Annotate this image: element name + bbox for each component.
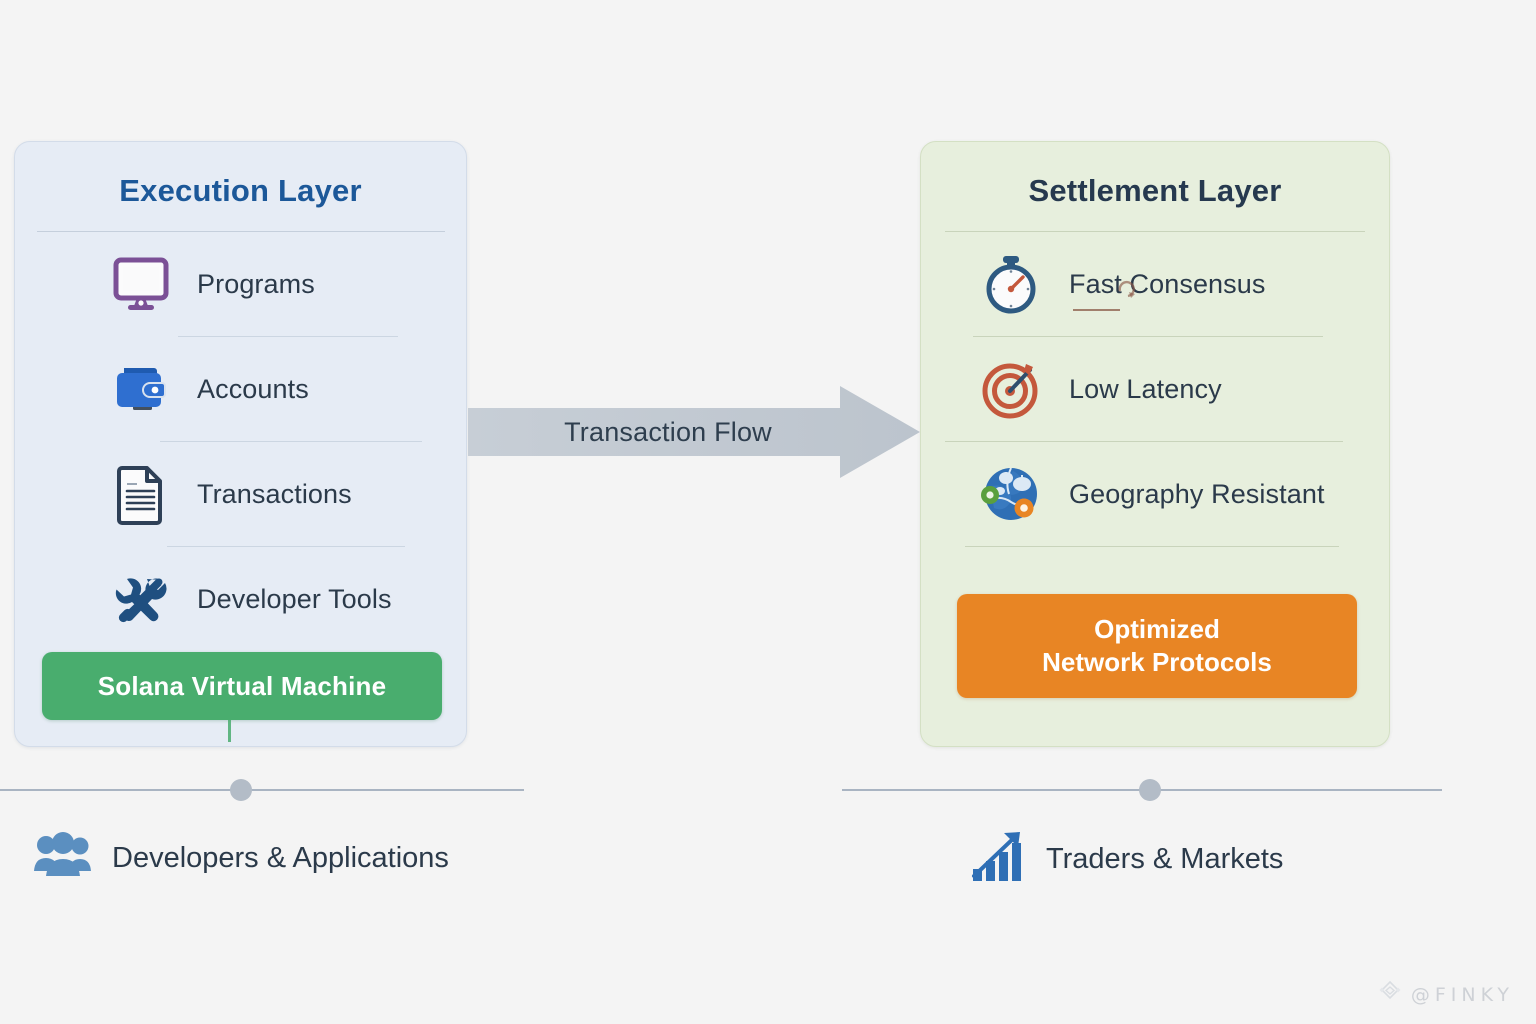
transaction-flow-arrow xyxy=(468,386,920,478)
bar-chart-up-icon xyxy=(968,831,1028,888)
diamond-logo-icon xyxy=(1377,979,1403,1010)
protocols-label-line2: Network Protocols xyxy=(1042,647,1272,677)
settlement-item-fast-consensus[interactable]: Fast Consensus xyxy=(921,232,1389,336)
execution-row-divider-1 xyxy=(178,336,398,337)
execution-item-label: Accounts xyxy=(197,373,309,404)
audience-label-right: Traders & Markets xyxy=(1046,843,1284,875)
settlement-item-low-latency[interactable]: Low Latency xyxy=(921,337,1389,441)
execution-items-list: Programs Accounts xyxy=(15,232,466,651)
execution-item-developer-tools[interactable]: Developer Tools xyxy=(15,547,466,651)
execution-item-label: Developer Tools xyxy=(197,583,392,614)
settlement-item-label: Low Latency xyxy=(1069,373,1222,404)
stopwatch-icon xyxy=(975,248,1047,320)
settlement-row-divider-2 xyxy=(945,441,1343,442)
audience-timeline-left xyxy=(0,789,524,791)
audience-label-left: Developers & Applications xyxy=(112,842,449,874)
execution-item-label: Transactions xyxy=(197,478,352,509)
execution-item-transactions[interactable]: Transactions xyxy=(15,442,466,546)
execution-row-divider-3 xyxy=(167,546,405,547)
execution-item-programs[interactable]: Programs xyxy=(15,232,466,336)
settlement-layer-panel: Settlement Layer xyxy=(920,141,1390,747)
execution-item-label: Programs xyxy=(197,268,315,299)
settlement-title-divider xyxy=(945,231,1365,232)
execution-item-accounts[interactable]: Accounts xyxy=(15,337,466,441)
watermark-text: @FINKY xyxy=(1410,983,1514,1006)
settlement-layer-title: Settlement Layer xyxy=(1028,173,1282,208)
globe-network-icon xyxy=(975,458,1047,530)
execution-row-divider-2 xyxy=(160,441,422,442)
solana-virtual-machine-block[interactable]: Solana Virtual Machine xyxy=(42,652,442,720)
wallet-icon xyxy=(105,353,177,425)
svm-connector-tick xyxy=(228,720,231,742)
audience-timeline-dot-right xyxy=(1139,779,1161,801)
settlement-items-list: Fast Consensus Low Latency xyxy=(921,232,1389,547)
audience-row-right[interactable]: Traders & Markets xyxy=(968,831,1283,888)
dart-target-icon xyxy=(975,353,1047,425)
svm-label: Solana Virtual Machine xyxy=(97,670,387,701)
settlement-item-label: Fast Consensus xyxy=(1069,268,1266,299)
audience-row-left[interactable]: Developers & Applications xyxy=(32,831,449,886)
wrench-screwdriver-icon xyxy=(105,563,177,635)
settlement-row-divider-1 xyxy=(973,336,1323,337)
monitor-icon xyxy=(105,248,177,320)
people-group-icon xyxy=(32,831,94,886)
text-selection-underline xyxy=(1073,309,1120,311)
execution-layer-title: Execution Layer xyxy=(119,173,362,208)
settlement-row-divider-3 xyxy=(965,546,1339,547)
audience-timeline-dot-left xyxy=(230,779,252,801)
document-icon xyxy=(105,458,177,530)
execution-title-divider xyxy=(36,231,445,232)
protocols-label: Optimized Network Protocols xyxy=(1042,613,1272,680)
settlement-item-label: Geography Resistant xyxy=(1069,478,1325,509)
protocols-label-line1: Optimized xyxy=(1094,613,1220,644)
optimized-network-protocols-block[interactable]: Optimized Network Protocols xyxy=(957,594,1357,698)
settlement-item-geography-resistant[interactable]: Geography Resistant xyxy=(921,442,1389,546)
watermark: @FINKY xyxy=(1377,979,1514,1010)
execution-layer-panel: Execution Layer Programs xyxy=(14,141,467,747)
